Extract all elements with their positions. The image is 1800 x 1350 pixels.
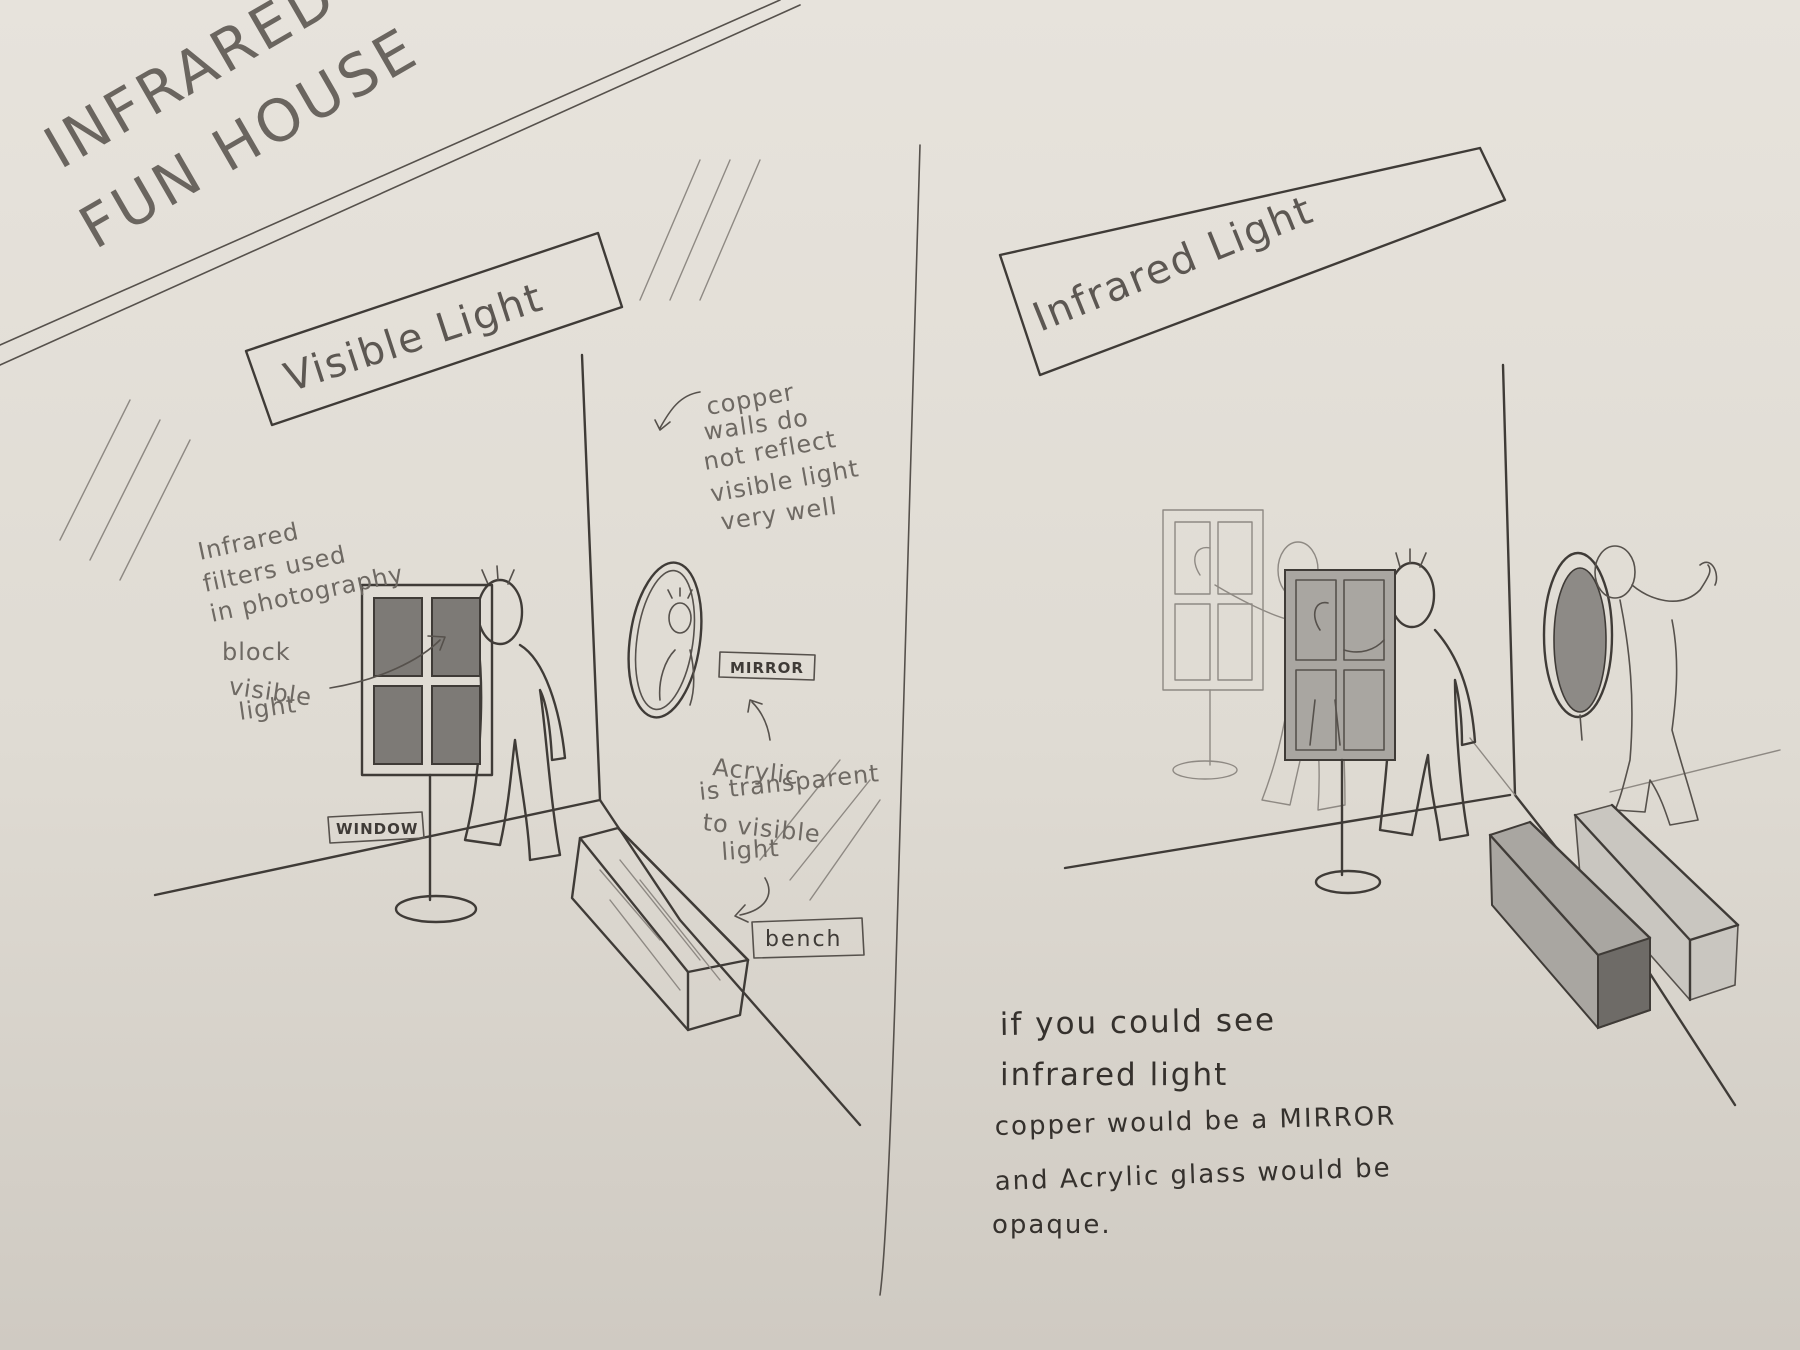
note-filters-arrow [329, 635, 446, 689]
wall-corner-left [580, 353, 862, 1127]
bench-right-front-end [1597, 936, 1651, 1030]
bench-right-back-top [1610, 803, 1740, 927]
note-filters-line-4: block [222, 638, 291, 666]
mirror-label: MIRROR [718, 651, 816, 681]
caption-line-1: if you could see [1000, 1002, 1277, 1043]
window-right-base [1314, 869, 1382, 895]
window-right-pane-top-right [1343, 579, 1385, 661]
copper-oval-right [1542, 551, 1614, 741]
figure-right-hair [1395, 548, 1427, 568]
title-underline-lower [0, 4, 801, 366]
window-stand-base [394, 894, 478, 924]
window-label-text: WINDOW [336, 820, 418, 838]
window-left [360, 583, 494, 924]
mirror-label-text: MIRROR [730, 659, 804, 677]
figure-head [476, 578, 524, 646]
mirror-frame [627, 561, 703, 719]
bench-inner-lines [599, 859, 721, 991]
mirror-reflection-figure [658, 587, 695, 706]
bench-end-top [686, 958, 750, 974]
title-underline-upper [0, 0, 781, 346]
oval-side-figure-body [1614, 561, 1718, 826]
note-acrylic: Acrylic is transparent to visible light [698, 699, 881, 923]
figure-body [463, 638, 567, 862]
bench-right-front-side [1488, 833, 1600, 957]
window-right-frame [1284, 569, 1396, 761]
window-right-pane-bottom-right [1343, 669, 1385, 751]
bench-right-back-end [1688, 923, 1740, 942]
bench-right-front-top [1528, 820, 1652, 940]
caption-right: if you could see infrared light copper w… [992, 1002, 1397, 1240]
stick-figure-left [463, 565, 567, 862]
bench-right-back-side [1573, 813, 1692, 942]
note-copper: copper walls do not reflect visible ligh… [654, 378, 861, 536]
panel-divider [879, 144, 921, 1296]
wall-hatching-left [59, 159, 881, 901]
title: INFRARED FUN HOUSE [0, 0, 801, 366]
note-copper-arrow [654, 391, 701, 431]
right-panel: Infrared Light [992, 146, 1781, 1240]
mirror-reflection-head [668, 602, 692, 634]
bench-label-text: bench [765, 927, 842, 952]
caption-line-3: copper would be a MIRROR [994, 1101, 1396, 1142]
window-right-pane-top-left [1295, 579, 1337, 661]
figure-right-body [1378, 623, 1477, 842]
bench-right-back [1573, 803, 1740, 1002]
left-panel: Visible Light WINDOW [59, 159, 881, 1127]
back-floor-line [1609, 749, 1781, 793]
window-pane-bottom-left [373, 685, 423, 765]
window-right [1284, 569, 1396, 895]
infrared-light-banner-text: Infrared Light [1027, 187, 1321, 341]
window-frame [360, 583, 494, 777]
caption-line-4: and Acrylic glass would be [994, 1153, 1392, 1197]
bench-label: bench [751, 917, 865, 959]
window-pane-top-left [373, 597, 423, 677]
bench-right-front [1488, 820, 1652, 1030]
reflected-window-panes [1174, 521, 1253, 681]
caption-line-2: infrared light [1000, 1057, 1228, 1093]
note-acrylic-arrow-up [747, 699, 771, 741]
copper-oval-stem [1579, 714, 1583, 741]
floor-line-right [1063, 793, 1512, 870]
bench-top-edge [616, 826, 750, 962]
floor-shadow-line [1469, 737, 1516, 796]
mirror-left [627, 561, 703, 719]
window-right-figure-through-glass [1309, 601, 1385, 746]
copper-oval-frame [1542, 551, 1614, 719]
note-acrylic-arrow-down [734, 877, 770, 923]
reflected-window-frame [1162, 509, 1264, 691]
note-acrylic-line-4: light [720, 834, 780, 866]
figure-hair [481, 565, 515, 585]
oval-side-figure [1594, 545, 1718, 826]
visible-light-banner: Visible Light [244, 231, 624, 427]
caption-line-5: opaque. [992, 1210, 1112, 1240]
infrared-light-banner: Infrared Light [998, 146, 1507, 377]
window-label: WINDOW [327, 811, 425, 844]
bench-left [570, 826, 750, 1032]
figure-right-head [1388, 561, 1436, 629]
window-pane-bottom-right [431, 685, 481, 765]
bench-side-edge [578, 836, 690, 974]
oval-side-figure-head [1594, 545, 1636, 599]
mirror-glass [634, 569, 696, 711]
copper-oval-glass [1553, 567, 1607, 713]
reflected-window-base [1172, 760, 1238, 780]
